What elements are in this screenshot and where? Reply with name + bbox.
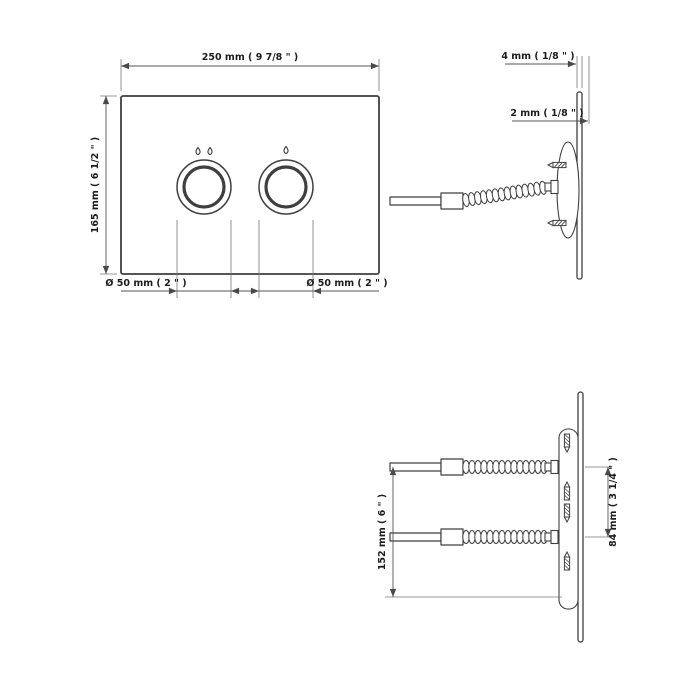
dim-rod-spacing-label: 84 mm ( 3 1/4 " ) xyxy=(608,457,619,547)
cable-fitting xyxy=(544,529,559,545)
front-view: 250 mm ( 9 7/8 " ) 165 mm ( 6 1/2 " ) Ø … xyxy=(90,52,388,298)
dim-button-right-label: Ø 50 mm ( 2 " ) xyxy=(306,278,387,289)
cable-fitting xyxy=(544,179,559,195)
dim-plate-height: 165 mm ( 6 1/2 " ) xyxy=(90,95,117,275)
front-view-plate xyxy=(120,95,380,275)
mounting-screw xyxy=(563,433,571,453)
side-view: 4 mm ( 1/8 " ) 2 mm ( 1/8 " ) xyxy=(389,51,590,280)
mounting-screw xyxy=(547,219,567,227)
actuator-rod xyxy=(389,192,464,210)
dim-frame-gap: 2 mm ( 1/8 " ) xyxy=(510,108,588,125)
water-drop-icon xyxy=(283,145,289,155)
dim-plate-thickness-label: 4 mm ( 1/8 " ) xyxy=(501,51,574,62)
dim-plate-width-label: 250 mm ( 9 7/8 " ) xyxy=(202,52,298,63)
flush-button-right xyxy=(258,145,314,215)
dim-button-left: Ø 50 mm ( 2 " ) xyxy=(105,220,258,298)
dim-plate-width: 250 mm ( 9 7/8 " ) xyxy=(120,52,380,91)
spring-cable xyxy=(462,530,548,544)
flush-button-left xyxy=(176,146,232,215)
rear-view: 152 mm ( 6 " ) 84 mm ( 3 1/4 " ) xyxy=(377,391,619,643)
rod-assembly-lower xyxy=(389,503,571,571)
dim-rod-spacing: 84 mm ( 3 1/4 " ) xyxy=(585,457,619,547)
dim-rod-length: 152 mm ( 6 " ) xyxy=(377,467,562,598)
dim-rod-length-label: 152 mm ( 6 " ) xyxy=(377,494,388,570)
mounting-screw xyxy=(547,161,567,169)
actuator-rod xyxy=(389,458,464,476)
mounting-screw xyxy=(563,503,571,523)
dim-plate-thickness: 4 mm ( 1/8 " ) xyxy=(501,51,590,124)
water-drop-icon xyxy=(207,146,213,156)
wall-plate-edge xyxy=(577,391,584,643)
mounting-screw xyxy=(563,481,571,501)
spring-cable xyxy=(462,460,548,474)
spring-cable xyxy=(461,180,548,208)
actuator-rod xyxy=(389,528,464,546)
dim-button-left-label: Ø 50 mm ( 2 " ) xyxy=(105,278,186,289)
dim-frame-gap-label: 2 mm ( 1/8 " ) xyxy=(510,108,583,119)
dim-button-right: Ø 50 mm ( 2 " ) xyxy=(247,220,388,298)
water-drop-icon xyxy=(195,146,201,156)
cable-fitting xyxy=(544,459,559,475)
dim-plate-height-label: 165 mm ( 6 1/2 " ) xyxy=(90,137,101,233)
mounting-screw xyxy=(563,551,571,571)
rod-assembly-upper xyxy=(389,433,571,501)
